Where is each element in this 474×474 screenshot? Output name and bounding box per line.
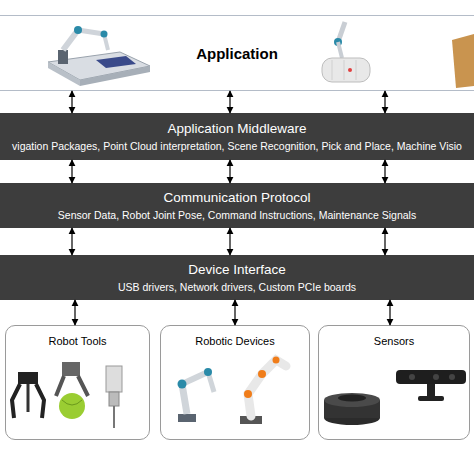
double-arrow	[71, 160, 72, 183]
double-arrow	[384, 160, 385, 183]
hardware-box: Robot Tools	[5, 325, 150, 440]
layer-title: Robot Tools	[49, 335, 107, 347]
double-arrow	[229, 160, 230, 183]
double-arrow	[384, 228, 385, 255]
double-arrow	[74, 300, 75, 325]
layer-band: Application Middleware vigation Packages,…	[0, 113, 474, 160]
hardware-box: Robotic Devices	[160, 325, 310, 440]
double-arrow	[71, 228, 72, 255]
layer-title: Sensors	[374, 335, 414, 347]
double-arrow	[389, 300, 390, 325]
double-arrow	[71, 91, 72, 113]
double-arrow	[234, 300, 235, 325]
layer-band: Communication ProtocolSensor Data, Robot…	[0, 183, 474, 228]
layer-band: Device InterfaceUSB drivers, Network dri…	[0, 255, 474, 300]
double-arrow	[384, 91, 385, 113]
layer-detail: USB drivers, Network drivers, Custom PCI…	[118, 280, 356, 294]
layer-title: Communication Protocol	[163, 189, 310, 206]
layer-title: Robotic Devices	[195, 335, 274, 347]
double-arrow	[229, 91, 230, 113]
layer-title: Application	[196, 45, 278, 62]
layer-detail: vigation Packages, Point Cloud interpret…	[12, 139, 462, 153]
double-arrow	[229, 228, 230, 255]
hardware-box: Sensors	[318, 325, 470, 440]
layer-title: Application Middleware	[168, 120, 307, 137]
layer-title: Device Interface	[188, 261, 286, 278]
application-band: Application	[0, 15, 474, 91]
layer-detail: Sensor Data, Robot Joint Pose, Command I…	[58, 208, 416, 222]
